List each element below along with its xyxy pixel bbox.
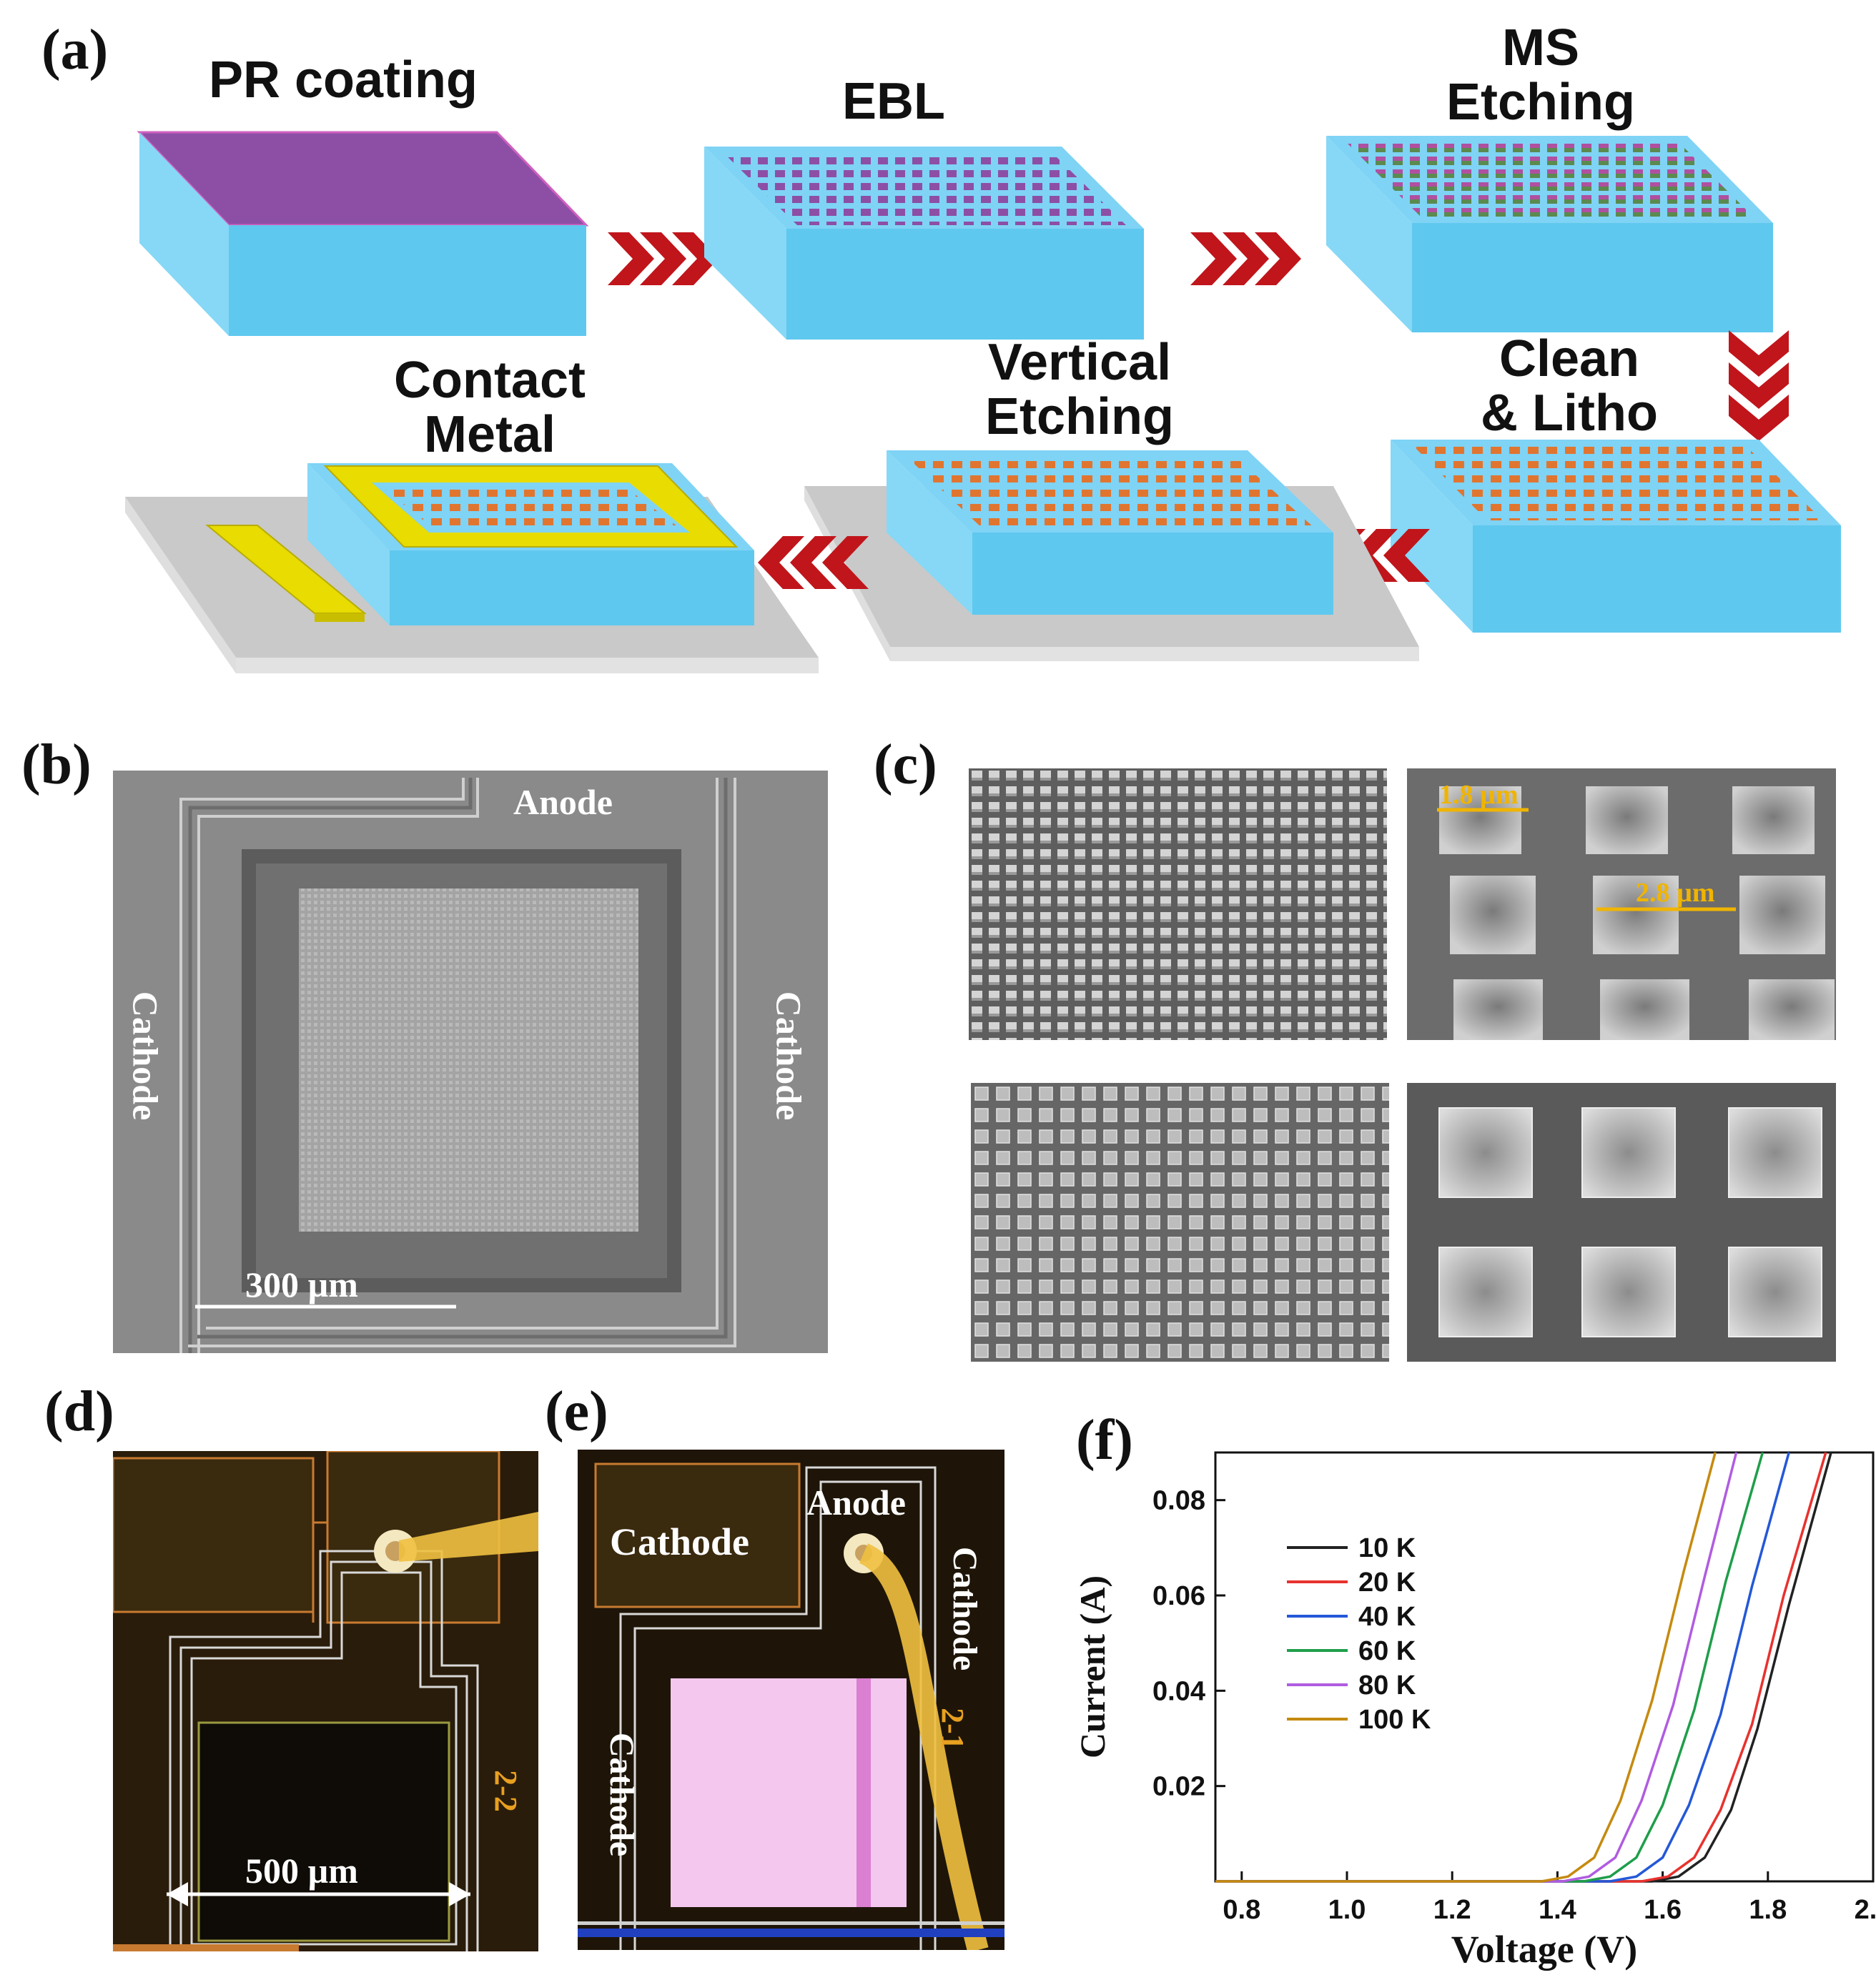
chart-xtick-label: 2.0: [1855, 1895, 1876, 1925]
chart-legend-label: 80 K: [1358, 1670, 1416, 1701]
sem-c4-graphics: [1438, 1107, 1822, 1337]
arrow-left-2: [758, 536, 869, 589]
arrow-down: [1729, 330, 1789, 441]
sem-image-b: Anode Cathode Cathode 300 µm: [113, 771, 828, 1353]
optical-e-graphics: [578, 1462, 1004, 1950]
chart-series-line: [1215, 1452, 1827, 1883]
step-label-clean-litho: Clean & Litho: [1481, 330, 1658, 442]
process-flow-diagram: PR coating EBL MS Etching Clean & Litho …: [0, 0, 1876, 686]
chart-xtick-label: 1.0: [1328, 1895, 1366, 1925]
optical-e-cathode-left-label: Cathode: [603, 1732, 641, 1857]
arrow-right-1: [608, 232, 719, 285]
sem-image-c-tilted-low: [969, 768, 1387, 1040]
sem-b-cathode-left-label: Cathode: [125, 991, 166, 1121]
step-label-ms-etching: MS Etching: [1446, 19, 1635, 131]
sem-b-anode-label: Anode: [513, 782, 613, 822]
panel-label-f: (f): [1076, 1409, 1133, 1472]
chart-series-line: [1215, 1452, 1717, 1883]
chart-legend-label: 10 K: [1358, 1533, 1416, 1563]
chart-legend-label: 40 K: [1358, 1602, 1416, 1632]
step-ms-etching-block: [1326, 136, 1773, 332]
chart-xtick-label: 0.8: [1223, 1895, 1260, 1925]
sem-b-cathode-right-label: Cathode: [769, 991, 809, 1121]
optical-e-cathode-right-label: Cathode: [946, 1546, 984, 1671]
arrow-right-2: [1190, 232, 1301, 285]
step-label-ebl: EBL: [842, 73, 945, 130]
chart-xtick-label: 1.6: [1644, 1895, 1682, 1925]
iv-chart-svg: 0.8 1.0 1.2 1.4 1.6 1.8 2.0 0.02 0.04 0.06 0.08 1…: [1072, 1451, 1876, 1971]
optical-image-d: 500 µm 2-2: [113, 1451, 538, 1951]
optical-e-cathode-top-label: Cathode: [610, 1520, 750, 1563]
chart-xtick-label: 1.2: [1433, 1895, 1471, 1925]
optical-e-anode-label: Anode: [806, 1482, 906, 1523]
chart-series-line: [1215, 1452, 1832, 1883]
chart-xtick-label: 1.4: [1539, 1895, 1576, 1925]
optical-d-scale-label: 500 µm: [245, 1851, 358, 1891]
sem-image-c-top-low: [971, 1083, 1389, 1362]
sem-b-graphics: [179, 778, 736, 1353]
step-contact-metal-block: [125, 463, 819, 673]
sem-c1-graphics: [969, 768, 1387, 1040]
sem-image-c-top-high: [1407, 1083, 1836, 1362]
panel-label-d: (d): [44, 1380, 114, 1443]
sem-c2-graphics: [1437, 786, 1835, 1040]
sem-image-c-tilted-high: 1.8 µm 2.8 µm: [1407, 768, 1836, 1040]
sem-c3-graphics: [971, 1083, 1389, 1362]
optical-image-e: Anode Cathode Cathode Cathode 2-1: [578, 1450, 1004, 1950]
step-label-vertical-etching: Vertical Etching: [985, 334, 1174, 445]
chart-legend-label: 60 K: [1358, 1636, 1416, 1666]
step-ebl-block: [704, 147, 1144, 340]
chart-legend-label: 20 K: [1358, 1568, 1416, 1598]
chart-series-line: [1215, 1452, 1738, 1883]
step-label-pr-coating: PR coating: [208, 51, 478, 109]
chart-ytick-label: 0.06: [1152, 1581, 1205, 1611]
panel-label-e: (e): [545, 1380, 608, 1443]
step-label-contact-metal: Contact Metal: [394, 352, 586, 463]
chart-ytick-label: 0.04: [1152, 1676, 1205, 1706]
optical-e-device-id: 2-1: [934, 1708, 970, 1750]
panel-label-b: (b): [21, 733, 92, 796]
chart-ytick-label: 0.02: [1152, 1772, 1205, 1802]
chart-series-line: [1215, 1452, 1764, 1883]
chart-series-line: [1215, 1452, 1790, 1883]
panel-label-a: (a): [41, 19, 109, 81]
process-flow-graphics: [125, 131, 1841, 673]
sem-c-pillar-pitch-label: 2.8 µm: [1636, 878, 1715, 908]
panel-label-c: (c): [874, 733, 937, 796]
step-clean-litho-block: [1391, 440, 1841, 633]
optical-d-device-id: 2-2: [488, 1770, 523, 1812]
iv-chart: 0.8 1.0 1.2 1.4 1.6 1.8 2.0 0.02 0.04 0.06 0.08 1…: [1072, 1437, 1876, 1980]
chart-ytick-label: 0.08: [1152, 1486, 1205, 1516]
chart-legend-label: 100 K: [1358, 1705, 1431, 1735]
sem-c-pillar-width-label: 1.8 µm: [1439, 780, 1519, 810]
chart-ylabel: Current (A): [1072, 1575, 1112, 1758]
chart-xtick-label: 1.8: [1749, 1895, 1787, 1925]
sem-b-scale-label: 300 µm: [245, 1264, 358, 1305]
step-pr-coating-block: [137, 131, 589, 336]
chart-xlabel: Voltage (V): [1451, 1928, 1637, 1971]
optical-d-graphics: [113, 1451, 538, 1951]
chart-plot-frame: [1214, 1451, 1875, 1883]
step-vertical-etching-block: [804, 450, 1419, 661]
